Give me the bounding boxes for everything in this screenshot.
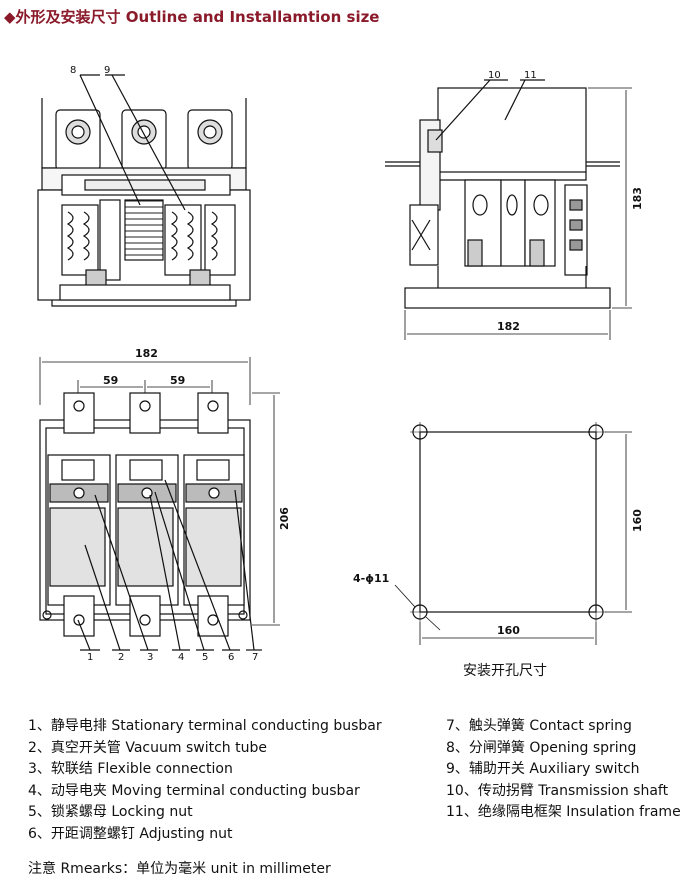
pole-units bbox=[47, 454, 245, 606]
callout-8: 8 bbox=[70, 65, 76, 76]
legend-item-10: 10、传动拐臂 Transmission shaft bbox=[446, 782, 669, 799]
callout-1: 1 bbox=[87, 652, 93, 663]
bottom-left-plan-view bbox=[39, 357, 280, 651]
callout-10: 10 bbox=[488, 70, 501, 81]
dim-spacing-59-b: 59 bbox=[170, 374, 185, 387]
legend-item-11: 11、绝缘隔电框架 Insulation frame bbox=[446, 804, 681, 820]
units-note: 注意 Rmearks：单位为毫米 unit in millimeter bbox=[28, 861, 331, 877]
callout-3: 3 bbox=[147, 652, 153, 663]
legend-item-4: 4、动导电夹 Moving terminal conducting busbar bbox=[28, 782, 360, 799]
legend-item-5: 5、锁紧螺母 Locking nut bbox=[28, 804, 193, 820]
dim-width-160: 160 bbox=[497, 624, 520, 637]
top-right-side-view bbox=[385, 79, 632, 340]
dim-height-206: 206 bbox=[278, 507, 291, 530]
legend-item-7: 7、触头弹簧 Contact spring bbox=[446, 718, 632, 734]
dim-height-183: 183 bbox=[631, 187, 644, 210]
top-left-front-view bbox=[37, 74, 251, 307]
legend-left: 1、静导电排 Stationary terminal conducting bu… bbox=[28, 716, 382, 845]
callout-11: 11 bbox=[524, 70, 537, 81]
page-title: ◆外形及安装尺寸 Outline and Installamtion size bbox=[4, 8, 380, 26]
callout-9: 9 bbox=[104, 65, 110, 76]
spring-columns bbox=[61, 199, 236, 287]
dim-spacing-59-a: 59 bbox=[103, 374, 118, 387]
legend-item-1: 1、静导电排 Stationary terminal conducting bu… bbox=[28, 718, 382, 734]
legend-right: 7、触头弹簧 Contact spring 8、分闸弹簧 Opening spr… bbox=[446, 716, 681, 824]
mounting-caption: 安装开孔尺寸 bbox=[463, 663, 547, 679]
legend-item-3: 3、软联结 Flexible connection bbox=[28, 761, 233, 777]
callout-2: 2 bbox=[118, 652, 124, 663]
legend-item-8: 8、分闸弹簧 Opening spring bbox=[446, 739, 637, 756]
legend-item-2: 2、真空开关管 Vacuum switch tube bbox=[28, 739, 267, 756]
mounting-hole-view bbox=[394, 422, 632, 645]
callout-4: 4 bbox=[178, 652, 184, 663]
legend-item-9: 9、辅助开关 Auxiliary switch bbox=[446, 761, 640, 777]
callout-6: 6 bbox=[228, 652, 234, 663]
hole-spec-label: 4-ϕ11 bbox=[353, 572, 389, 585]
callout-5: 5 bbox=[202, 652, 208, 663]
callout-7: 7 bbox=[252, 652, 258, 663]
dim-width-182-plan: 182 bbox=[135, 347, 158, 360]
legend-item-6: 6、开距调整螺钉 Adjusting nut bbox=[28, 825, 233, 842]
dim-width-182-side: 182 bbox=[497, 320, 520, 333]
dim-height-160: 160 bbox=[631, 509, 644, 532]
